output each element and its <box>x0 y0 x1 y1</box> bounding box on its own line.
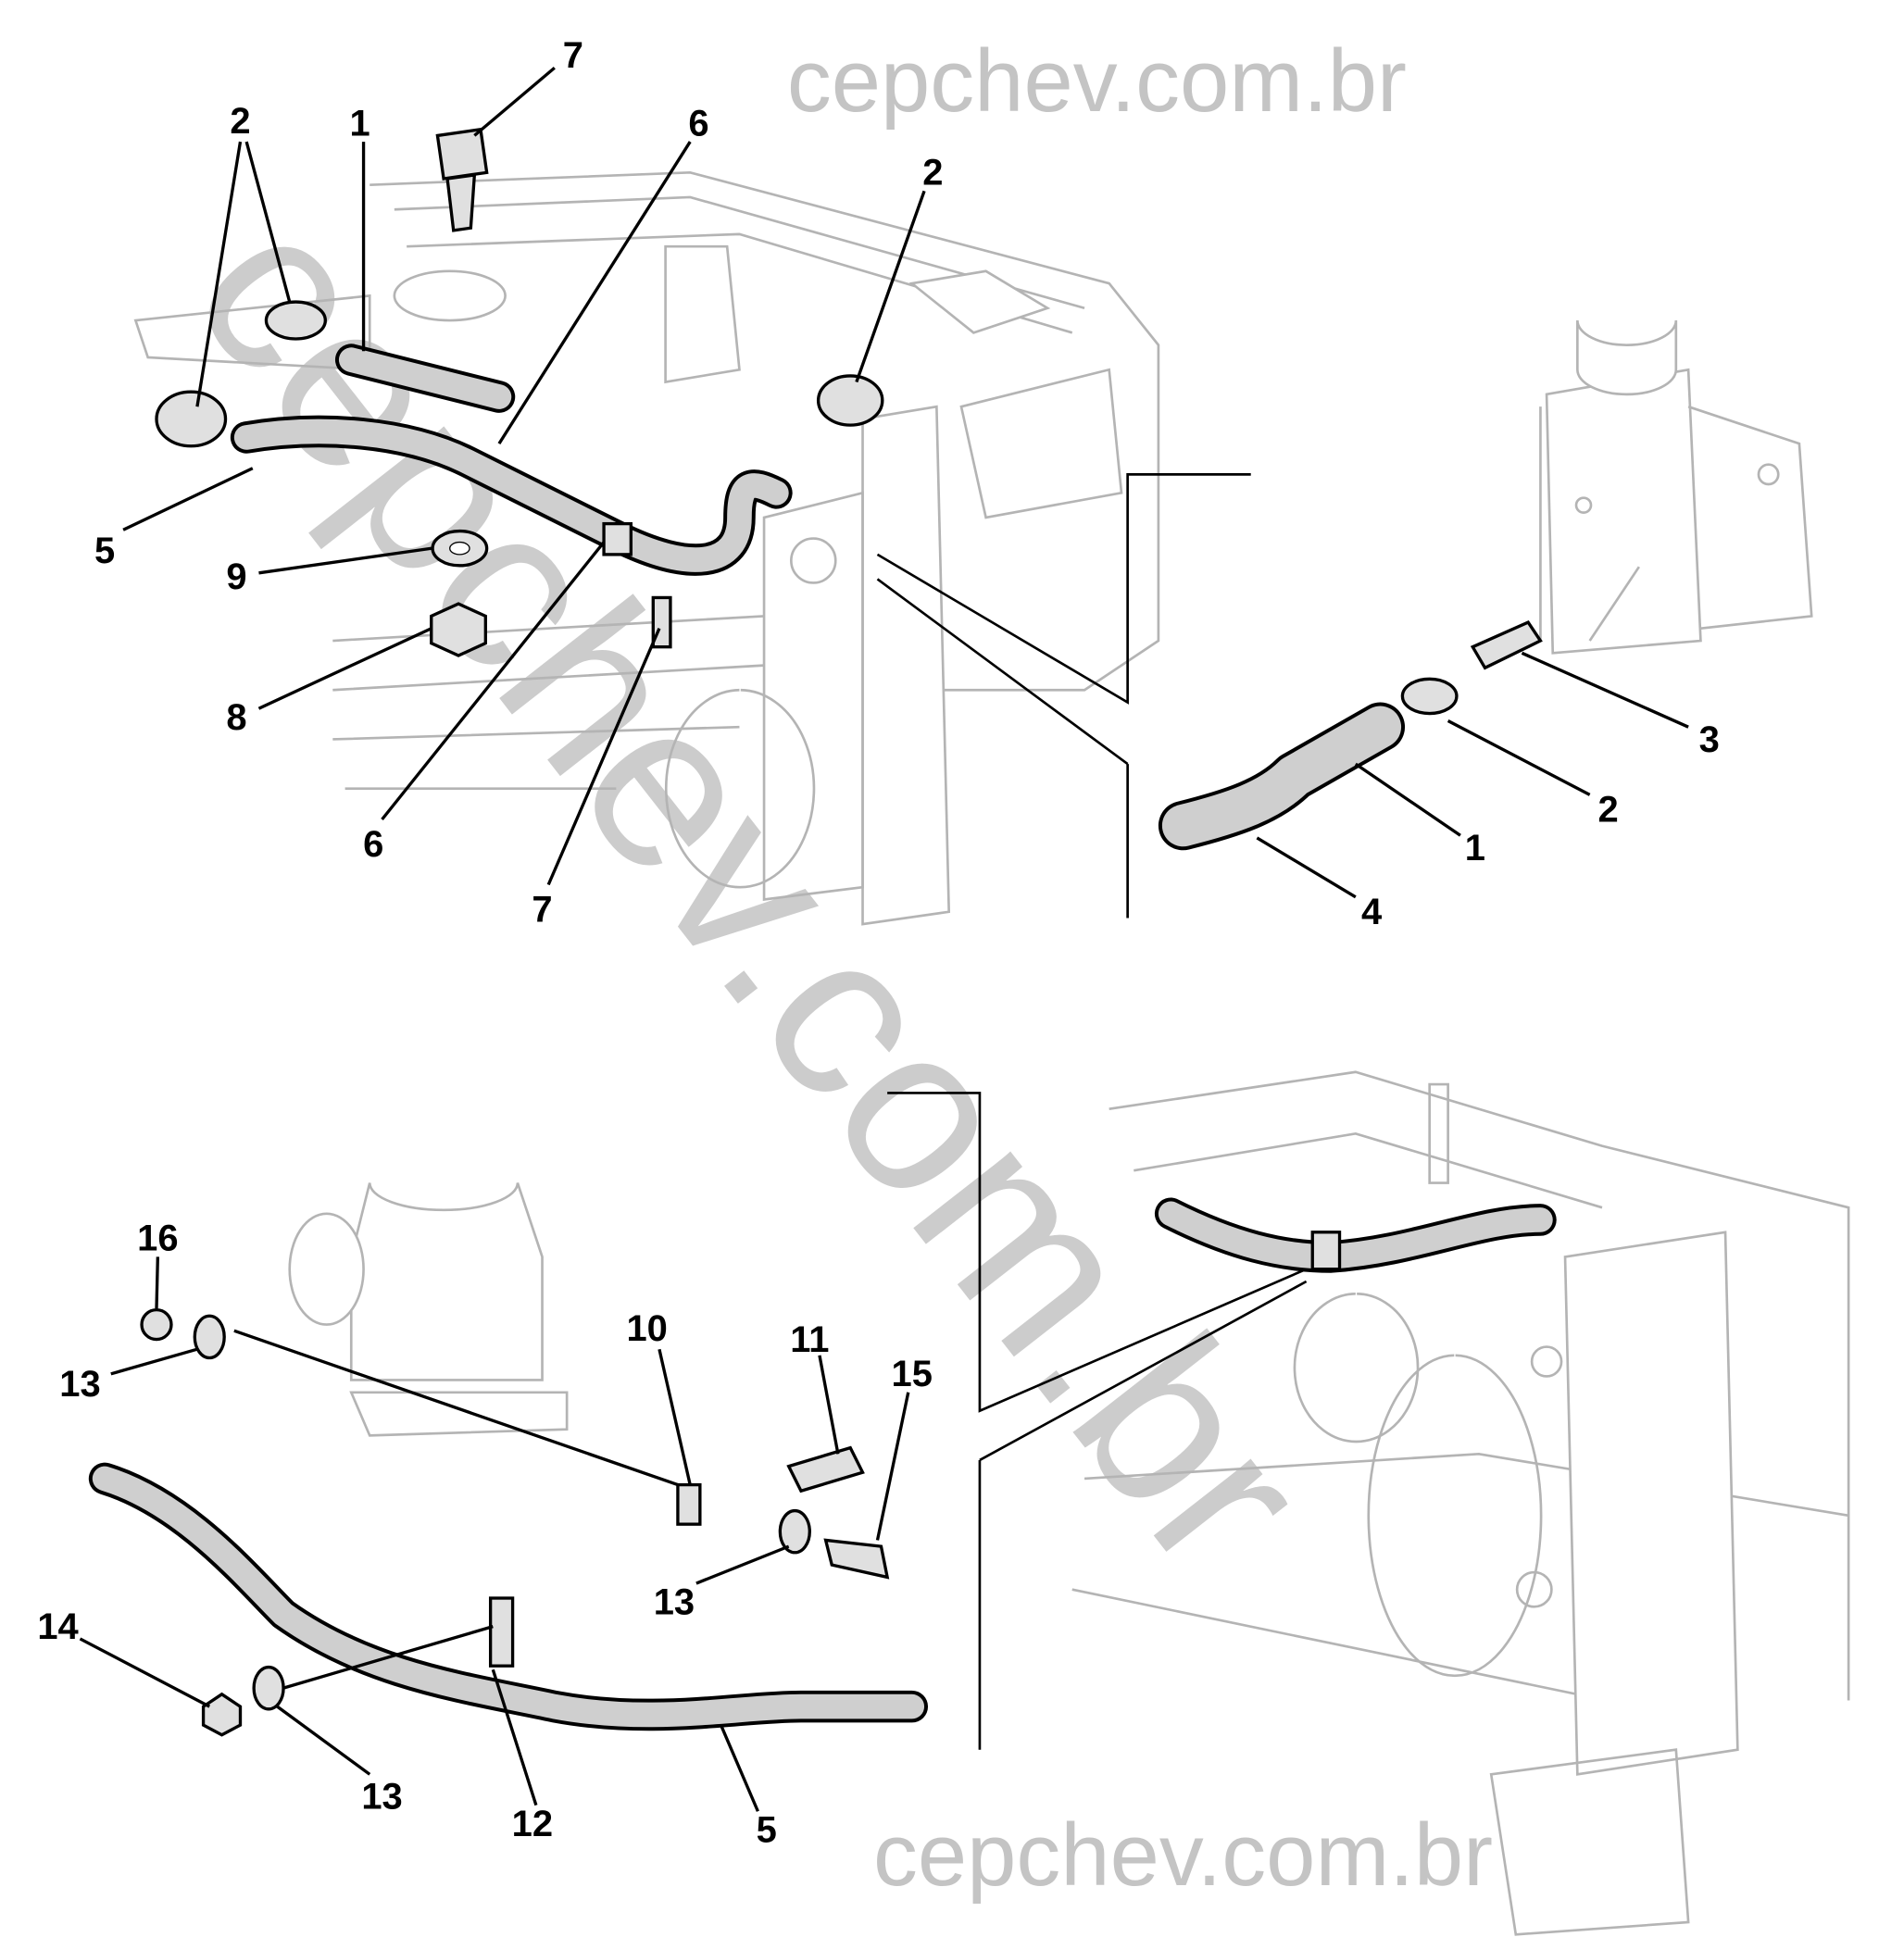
hose-clamp <box>1310 1231 1342 1271</box>
callout-7: 7 <box>563 35 583 76</box>
nut-14 <box>201 1692 243 1737</box>
callout-13: 13 <box>59 1364 100 1405</box>
callout-14: 14 <box>37 1606 78 1647</box>
hose-clamp-2a <box>264 300 327 341</box>
temperature-sender-3 <box>1470 619 1543 670</box>
callout-8: 8 <box>226 697 246 738</box>
callout-6: 6 <box>688 103 708 144</box>
callout-6: 6 <box>363 824 383 865</box>
callouts-top-right: 3 2 1 4 <box>1361 719 1720 932</box>
washer-13b <box>778 1508 811 1555</box>
callout-10: 10 <box>626 1308 667 1349</box>
watermark-diagonal: cepchev.com.br <box>145 165 1359 1615</box>
nut-16 <box>140 1307 173 1342</box>
engine-outline-top-right <box>1539 319 1813 655</box>
callout-2: 2 <box>922 153 943 194</box>
heater-hose-bottom-left <box>88 1462 929 1731</box>
clip-6 <box>602 521 633 556</box>
watermark-top: cepchev.com.br <box>787 31 1407 131</box>
bolt-7-shank <box>445 173 477 232</box>
callout-2: 2 <box>230 101 250 142</box>
callout-16: 16 <box>137 1218 178 1259</box>
callout-1: 1 <box>1465 828 1485 869</box>
bolt-15 <box>823 1538 890 1580</box>
fasteners <box>140 127 890 1737</box>
callout-5: 5 <box>94 531 115 571</box>
detail-frames <box>876 473 1308 1750</box>
nut-8 <box>430 602 487 657</box>
engine-outline-top <box>133 171 1160 926</box>
hose-bracket-12 <box>488 1596 515 1668</box>
callout-3: 3 <box>1699 719 1720 760</box>
callout-1: 1 <box>349 103 370 144</box>
callout-7: 7 <box>532 889 552 930</box>
callout-13: 13 <box>361 1777 402 1818</box>
callout-9: 9 <box>226 556 246 597</box>
callout-4: 4 <box>1361 892 1382 932</box>
hose-clamp-2-detail <box>1400 677 1459 716</box>
leader-lines <box>79 66 1689 1812</box>
watermark-bottom: cepchev.com.br <box>873 1806 1493 1905</box>
hose-clamp-2b <box>155 390 228 448</box>
bolt-11 <box>786 1445 865 1493</box>
heater-hose-bottom-right <box>1154 1197 1557 1273</box>
engine-outline-bottom-left <box>288 1182 569 1437</box>
callout-15: 15 <box>892 1354 933 1394</box>
engine-outline-bottom-right <box>1071 1070 1850 1936</box>
callout-13: 13 <box>654 1581 695 1622</box>
washer-13a <box>193 1314 226 1360</box>
callouts-bottom-left: 16 13 10 11 15 13 14 13 12 5 <box>37 1218 933 1851</box>
callout-2: 2 <box>1598 790 1619 831</box>
callout-12: 12 <box>512 1804 553 1844</box>
bolt-7-head <box>435 127 489 181</box>
hose-detail-right <box>1158 619 1543 851</box>
hose-clamp-2c <box>816 374 884 427</box>
washer-13c <box>252 1665 285 1711</box>
callout-5: 5 <box>757 1809 777 1850</box>
callouts-top-left: 7 2 1 6 2 5 9 8 6 7 <box>94 35 943 930</box>
callout-11: 11 <box>790 1319 829 1360</box>
bracket-10 <box>676 1482 702 1526</box>
